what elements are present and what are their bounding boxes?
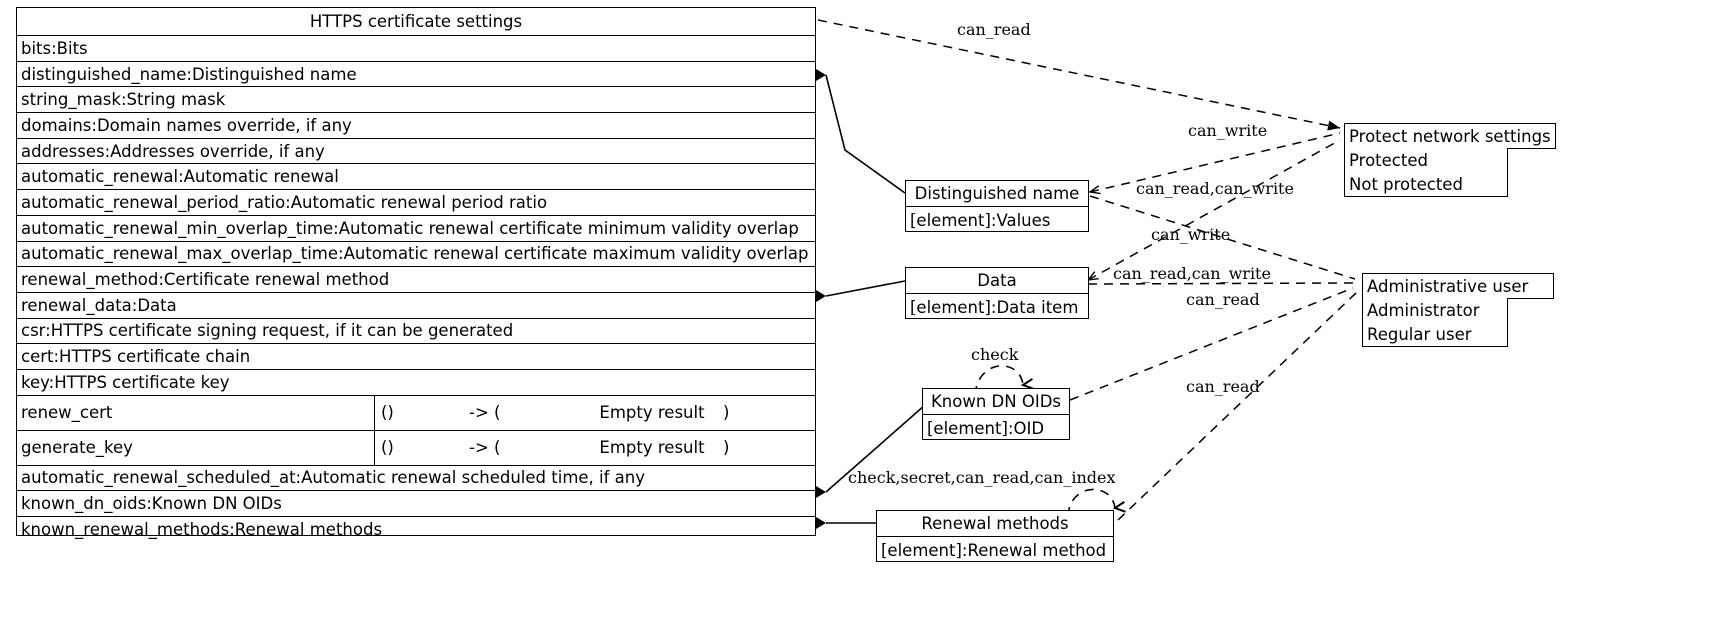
class-box-https-certificate-settings[interactable]: HTTPS certificate settings bits:Bits dis… [16, 7, 816, 539]
composition-diamond-distinguished-name [806, 69, 906, 194]
enum-box-administrative-user[interactable]: Administrative user Administrator Regula… [1362, 273, 1554, 350]
attribute-row: known_dn_oids:Known DN OIDs [17, 491, 815, 517]
class-title: HTTPS certificate settings [17, 8, 815, 36]
method-signature: () -> ( Empty result ) [375, 431, 815, 465]
method-row: generate_key () -> ( Empty result ) [17, 430, 815, 466]
side-box-element: [element]:OID [927, 418, 1045, 438]
method-signature: () -> ( Empty result ) [375, 396, 815, 430]
enum-literal: Regular user [1362, 322, 1508, 347]
edge-label-can-read-can-write: can_read,can_write [1136, 179, 1294, 198]
attribute-row: known_renewal_methods:Renewal methods [21, 520, 383, 540]
attribute-row: domains:Domain names override, if any [17, 113, 815, 139]
attribute-row: cert:HTTPS certificate chain [17, 344, 815, 370]
method-return: Empty result [599, 438, 705, 458]
attribute-row: automatic_renewal_period_ratio:Automatic… [17, 190, 815, 216]
attribute-row: automatic_renewal:Automatic renewal [17, 164, 815, 191]
edge-can-read-top [817, 19, 1341, 131]
edge-data-can-read-can-write [1086, 139, 1341, 281]
method-name: renew_cert [17, 395, 375, 430]
edge-label-can-read-3: can_read [1186, 377, 1260, 396]
attribute-row: automatic_renewal_scheduled_at:Automatic… [17, 466, 815, 492]
enum-literal: Protected [1344, 148, 1508, 173]
edge-label-can-read-2: can_read [1186, 290, 1260, 309]
side-box-element: [element]:Values [910, 210, 1051, 230]
edge-label-can-write: can_write [1188, 121, 1268, 140]
attribute-row: csr:HTTPS certificate signing request, i… [17, 319, 815, 345]
method-return: Empty result [599, 403, 705, 423]
side-box-element: [element]:Data item [910, 297, 1079, 317]
enum-title: Protect network settings [1344, 123, 1556, 149]
side-box-title: Data [906, 268, 1088, 294]
side-box-title: Known DN OIDs [923, 389, 1069, 415]
side-box-title: Distinguished name [906, 181, 1088, 207]
method-close-paren: ) [723, 403, 730, 423]
attribute-row: automatic_renewal_max_overlap_time:Autom… [17, 242, 815, 268]
edge-label-check: check [971, 345, 1019, 364]
edge-label-can-read-can-write-2: can_read,can_write [1113, 264, 1271, 283]
attribute-row: bits:Bits [17, 36, 815, 62]
class-box-data[interactable]: Data [element]:Data item [905, 267, 1089, 319]
attribute-row: renewal_method:Certificate renewal metho… [17, 267, 815, 293]
edge-label-can-read: can_read [957, 20, 1031, 39]
edge-label-can-write-2: can_write [1151, 225, 1231, 244]
composition-diamond-data [806, 280, 906, 302]
method-args: () [381, 403, 394, 423]
method-close-paren: ) [723, 438, 730, 458]
attribute-row: automatic_renewal_min_overlap_time:Autom… [17, 216, 815, 242]
attribute-row: key:HTTPS certificate key [17, 370, 815, 396]
class-box-known-dn-oids[interactable]: Known DN OIDs [element]:OID [922, 388, 1070, 440]
method-arrow: -> ( [469, 403, 501, 423]
class-box-renewal-methods[interactable]: Renewal methods [element]:Renewal method [876, 510, 1114, 562]
enum-title: Administrative user [1362, 273, 1554, 299]
method-row: renew_cert () -> ( Empty result ) [17, 395, 815, 431]
edge-data-can-read-admin [1087, 282, 1354, 285]
composition-diamond-renewal-methods [806, 517, 876, 529]
enum-literal: Not protected [1344, 172, 1508, 197]
enum-box-protect-network-settings[interactable]: Protect network settings Protected Not p… [1344, 123, 1556, 200]
attribute-row: renewal_data:Data [17, 293, 815, 319]
method-args: () [381, 438, 394, 458]
edge-label-check-secret-can-read-can-index: check,secret,can_read,can_index [848, 468, 1116, 487]
edge-renewal-methods-can-read [1117, 291, 1358, 521]
side-box-element: [element]:Renewal method [881, 540, 1107, 560]
attribute-row: distinguished_name:Distinguished name [17, 62, 815, 88]
side-box-title: Renewal methods [877, 511, 1113, 537]
method-arrow: -> ( [469, 438, 501, 458]
method-name: generate_key [17, 430, 375, 465]
attribute-row: string_mask:String mask [17, 87, 815, 114]
attribute-row: addresses:Addresses override, if any [17, 139, 815, 165]
class-box-distinguished-name[interactable]: Distinguished name [element]:Values [905, 180, 1089, 232]
enum-literal: Administrator [1362, 298, 1508, 323]
